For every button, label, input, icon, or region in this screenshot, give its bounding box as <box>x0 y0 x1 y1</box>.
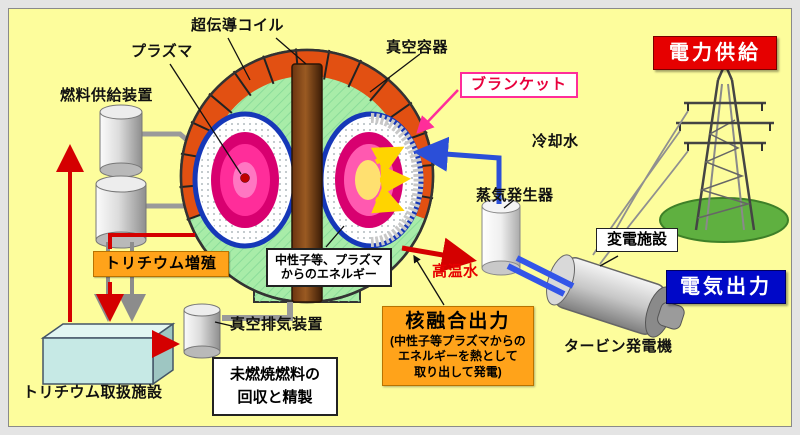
steam-pipes <box>506 255 575 297</box>
left-vacuum-chamber <box>192 111 298 249</box>
fusion-output-title: 核融合出力 <box>405 311 511 332</box>
energy-flow-arrows <box>370 146 411 214</box>
label-fusion-output: 核融合出力 (中性子等プラズマからの エネルギーを熱として 取り出して発電) <box>382 306 534 386</box>
label-blanket: ブランケット <box>460 72 579 98</box>
label-unburned-fuel: 未燃焼燃料の 回収と精製 <box>212 357 339 416</box>
power-tower-illustration <box>592 60 789 265</box>
vacuum-exhaust-illustration <box>183 302 293 359</box>
neutron-energy-line2: からのエネルギー <box>280 267 377 282</box>
label-power-supply: 電力供給 <box>653 36 777 70</box>
fusion-plant-diagram-canvas <box>40 37 789 386</box>
label-vacuum-vessel: 真空容器 <box>386 39 449 56</box>
label-plasma: プラズマ <box>131 43 193 60</box>
plasma-core-dot <box>240 173 250 183</box>
steam-generator-illustration <box>481 198 521 276</box>
fusion-reactor-illustration <box>179 48 435 304</box>
tritium-facility-illustration <box>40 322 176 386</box>
label-vacuum-exhaust-device: 真空排気装置 <box>230 316 324 333</box>
label-substation: 変電施設 <box>596 228 679 252</box>
fusion-output-line3: 取り出して発電) <box>414 364 502 379</box>
unburned-fuel-line1: 未燃焼燃料の <box>230 366 321 383</box>
hot-water-arrow <box>401 237 477 273</box>
fusion-output-line1: (中性子等プラズマからの <box>390 333 526 348</box>
label-superconducting-coil: 超伝導コイル <box>191 17 285 34</box>
fusion-output-line2: エネルギーを熱として <box>398 349 518 364</box>
label-turbine-generator: タービン発電機 <box>564 338 673 355</box>
label-tritium-handling-facility: トリチウム取扱施設 <box>23 384 163 401</box>
unburned-fuel-line2: 回収と精製 <box>237 388 313 406</box>
label-hot-water: 高温水 <box>432 263 479 280</box>
cooling-water-arrow <box>413 136 502 204</box>
flow-arrows <box>56 89 575 358</box>
label-neutron-energy: 中性子等、プラズマ からのエネルギー <box>266 248 392 287</box>
leader-lines <box>169 37 619 327</box>
label-fuel-supply-device: 燃料供給装置 <box>60 87 154 104</box>
blanket-pointer-arrow <box>416 89 459 134</box>
blanket-hatched-region <box>370 113 424 247</box>
label-electric-output: 電気出力 <box>666 270 786 304</box>
center-solenoid-column <box>291 63 323 303</box>
neutron-energy-line1: 中性子等、プラズマ <box>275 253 383 267</box>
label-tritium-breeding: トリチウム増殖 <box>93 251 230 277</box>
right-vacuum-chamber <box>318 111 424 249</box>
fuel-supply-device-illustration <box>95 104 196 249</box>
label-steam-generator: 蒸気発生器 <box>476 187 554 204</box>
label-cooling-water: 冷却水 <box>532 133 579 150</box>
